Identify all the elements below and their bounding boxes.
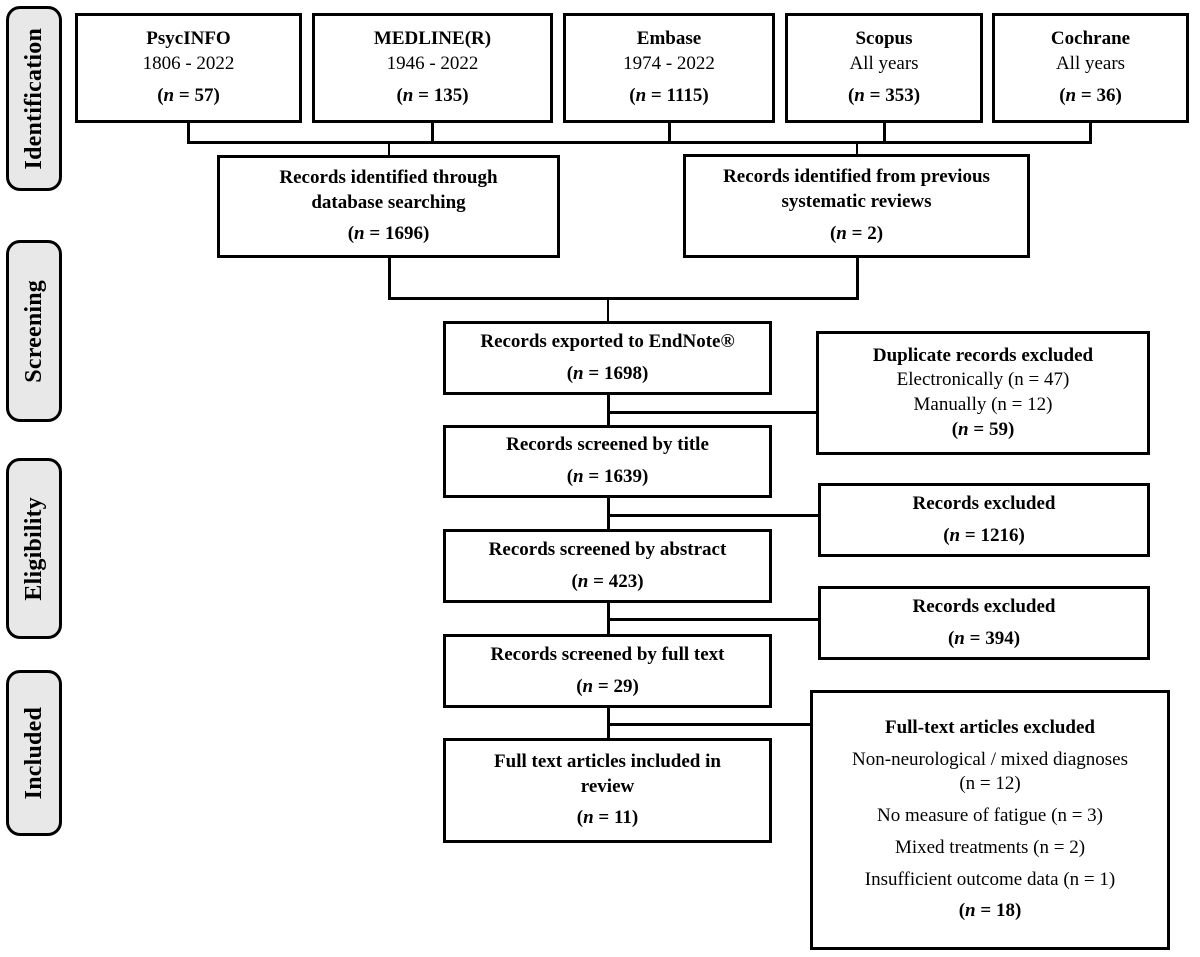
stage-tab-identification: Identification: [6, 6, 62, 191]
exclusion-reason-fulltext-1-count: (n = 12): [959, 773, 1021, 795]
database-box-embase: Embase 1974 - 2022 (n = 1115): [563, 13, 775, 123]
database-box-scopus: Scopus All years (n = 353): [785, 13, 983, 123]
database-years-medline: 1946 - 2022: [386, 53, 479, 75]
flow-count-screened-title: (n = 1639): [566, 466, 649, 487]
flow-box-included-review: Full text articles included in review (n…: [443, 738, 772, 843]
database-box-psycinfo: PsycINFO 1806 - 2022 (n = 57): [75, 13, 302, 123]
flow-label-screened-abstract: Records screened by abstract: [488, 538, 727, 560]
database-years-scopus: All years: [849, 53, 919, 75]
stage-label-screening: Screening: [20, 279, 47, 383]
exclusion-box-excluded-title: Records excluded (n = 1216): [818, 483, 1150, 557]
flow-count-screened-abstract: (n = 423): [571, 570, 644, 592]
connector-branch-duplicates: [607, 411, 819, 414]
exclusion-reason-fulltext-2: No measure of fatigue (n = 3): [877, 805, 1103, 827]
stage-label-identification: Identification: [20, 27, 47, 170]
flow-label-included-review-line1: Full text articles included in: [494, 750, 721, 772]
flow-count-endnote: (n = 1698): [566, 362, 649, 384]
source-line1-previous-reviews: Records identified from previous: [723, 166, 990, 188]
exclusion-reason-fulltext-3: Mixed treatments (n = 2): [894, 836, 1086, 858]
exclusion-total-duplicates: (n = 59): [951, 418, 1015, 440]
flow-box-endnote: Records exported to EndNote® (n = 1698): [443, 321, 772, 395]
flow-box-screened-fulltext: Records screened by full text (n = 29): [443, 634, 772, 708]
database-name-embase: Embase: [636, 28, 702, 50]
connector-cochrane-down: [1089, 123, 1092, 143]
database-name-psycinfo: PsycINFO: [146, 28, 231, 50]
database-box-cochrane: Cochrane All years (n = 36): [992, 13, 1189, 123]
database-count-scopus: (n = 353): [847, 84, 921, 106]
flow-label-included-review-line2: review: [580, 775, 635, 797]
connector-source-bus: [187, 141, 1092, 144]
exclusion-box-excluded-fulltext: Full-text articles excluded Non-neurolog…: [810, 690, 1170, 950]
source-count-previous-reviews: (n = 2): [829, 222, 884, 244]
database-years-cochrane: All years: [1055, 53, 1126, 75]
exclusion-box-excluded-abstract: Records excluded (n = 394): [818, 586, 1150, 660]
database-count-cochrane: (n = 36): [1059, 84, 1122, 106]
stage-tab-included: Included: [6, 670, 62, 836]
exclusion-total-excluded-abstract: (n = 394): [947, 627, 1021, 649]
connector-bus-to-database-search: [388, 141, 390, 156]
connector-bus-to-previous-reviews: [856, 141, 858, 155]
database-name-cochrane: Cochrane: [1050, 28, 1131, 50]
connector-branch-excluded-abstract: [607, 618, 821, 621]
connector-embase-down: [668, 123, 671, 143]
exclusion-reason-duplicates-electronic: Electronically (n = 47): [896, 369, 1070, 391]
exclusion-total-excluded-fulltext: (n = 18): [958, 900, 1022, 922]
flow-box-screened-abstract: Records screened by abstract (n = 423): [443, 529, 772, 603]
flow-count-screened-fulltext: (n = 29): [576, 675, 639, 697]
source-line2-previous-reviews: systematic reviews: [781, 191, 932, 213]
connector-medline-down: [431, 123, 434, 143]
stage-label-included: Included: [20, 706, 47, 800]
source-line2-database-search: database searching: [311, 191, 466, 213]
exclusion-reason-fulltext-4: Insufficient outcome data (n = 1): [864, 868, 1116, 890]
stage-label-eligibility: Eligibility: [20, 496, 47, 601]
connector-merge-to-endnote: [607, 297, 609, 321]
database-count-medline: (n = 135): [396, 84, 469, 106]
database-count-psycinfo: (n = 57): [157, 84, 220, 106]
exclusion-reason-duplicates-manual: Manually (n = 12): [913, 394, 1053, 415]
exclusion-heading-excluded-fulltext: Full-text articles excluded: [884, 717, 1095, 739]
flow-label-screened-title: Records screened by title: [506, 434, 709, 456]
exclusion-heading-excluded-abstract: Records excluded: [912, 595, 1056, 617]
source-line1-database-search: Records identified through: [279, 166, 498, 188]
stage-tab-eligibility: Eligibility: [6, 458, 62, 639]
connector-database-search-down: [388, 258, 391, 299]
database-name-medline: MEDLINE(R): [373, 28, 492, 50]
connector-branch-excluded-fulltext: [607, 723, 813, 726]
database-box-medline: MEDLINE(R) 1946 - 2022 (n = 135): [312, 13, 553, 123]
connector-merge-bus: [388, 297, 859, 300]
exclusion-reason-fulltext-1: Non-neurological / mixed diagnoses: [852, 748, 1128, 770]
connector-previous-reviews-down: [856, 258, 859, 299]
connector-branch-excluded-title: [607, 514, 821, 517]
database-years-embase: 1974 - 2022: [623, 53, 715, 75]
exclusion-total-excluded-title: (n = 1216): [943, 524, 1025, 546]
connector-endnote-to-title: [607, 395, 610, 425]
exclusion-heading-excluded-title: Records excluded: [912, 492, 1056, 514]
database-years-psycinfo: 1806 - 2022: [142, 53, 235, 75]
flow-box-screened-title: Records screened by title (n = 1639): [443, 425, 772, 498]
stage-tab-screening: Screening: [6, 240, 62, 422]
exclusion-heading-duplicates: Duplicate records excluded: [872, 344, 1094, 366]
database-name-scopus: Scopus: [855, 28, 913, 50]
flow-label-endnote: Records exported to EndNote®: [480, 330, 735, 352]
source-count-database-search: (n = 1696): [347, 223, 430, 245]
database-count-embase: (n = 1115): [629, 84, 709, 106]
flow-count-included-review: (n = 11): [576, 807, 639, 829]
source-box-database-search: Records identified through database sear…: [217, 155, 560, 258]
connector-scopus-down: [883, 123, 886, 143]
connector-psycinfo-down: [187, 123, 190, 143]
exclusion-box-duplicates: Duplicate records excluded Electronicall…: [816, 331, 1150, 455]
connector-title-to-abstract: [607, 498, 610, 529]
source-box-previous-reviews: Records identified from previous systema…: [683, 154, 1030, 258]
flow-label-screened-fulltext: Records screened by full text: [490, 643, 725, 665]
